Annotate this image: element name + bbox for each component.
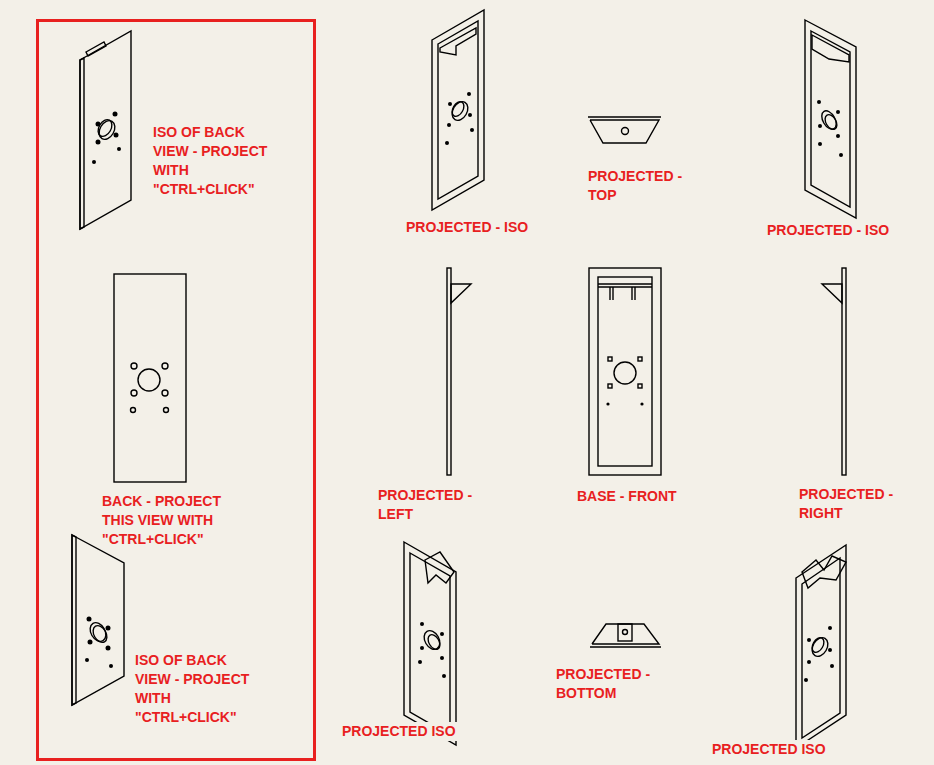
view-label: PROJECTED - ISO	[765, 221, 891, 240]
view-note: BACK - PROJECT THIS VIEW WITH "CTRL+CLIC…	[102, 492, 247, 549]
iso-back-view	[72, 535, 124, 705]
projected-left	[447, 268, 471, 475]
view-label: BASE - FRONT	[575, 487, 679, 506]
projected-top	[588, 117, 661, 143]
view-label: PROJECTED - TOP	[586, 167, 702, 205]
view-label: PROJECTED - LEFT	[376, 486, 492, 524]
projected-right	[822, 268, 846, 475]
view-label: PROJECTED ISO	[710, 740, 828, 759]
view-label: PROJECTED - RIGHT	[797, 485, 913, 523]
iso-back-view	[80, 31, 131, 229]
projected-bottom	[590, 624, 661, 647]
view-note: ISO OF BACK VIEW - PROJECT WITH "CTRL+CL…	[153, 123, 281, 199]
projected-iso	[805, 20, 856, 218]
back-view	[114, 274, 186, 482]
view-label: PROJECTED ISO	[340, 722, 458, 741]
view-label: PROJECTED - BOTTOM	[554, 665, 670, 703]
projected-iso	[432, 10, 484, 210]
projected-iso	[404, 542, 456, 745]
base-front	[589, 268, 661, 475]
view-note: ISO OF BACK VIEW - PROJECT WITH "CTRL+CL…	[135, 651, 263, 727]
projected-iso	[796, 545, 846, 748]
group-frame: ISO OF BACK VIEW - PROJECT WITH "CTRL+CL…	[36, 19, 316, 761]
view-label: PROJECTED - ISO	[404, 218, 530, 237]
